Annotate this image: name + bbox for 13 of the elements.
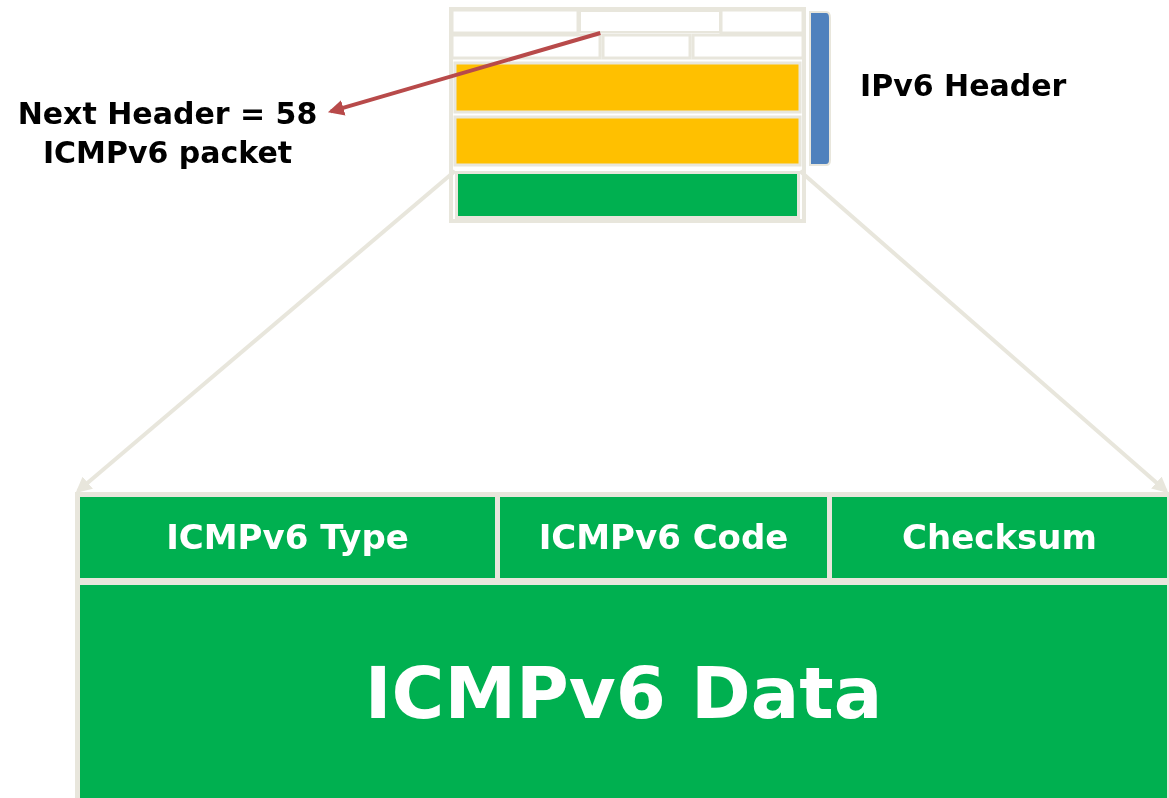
payload-bar bbox=[455, 171, 800, 219]
arrow bbox=[327, 31, 601, 116]
header-field bbox=[579, 10, 721, 33]
callout-text: ICMPv6 packet bbox=[42, 134, 293, 172]
callout-text: Next Header = 58 bbox=[17, 95, 318, 133]
data-field: ICMPv6 Data bbox=[80, 585, 1167, 798]
bracket-label: IPv6 Header bbox=[860, 68, 1067, 103]
expansion-line bbox=[798, 169, 1169, 494]
expansion-line bbox=[75, 169, 457, 494]
icmpv6-message-box bbox=[75, 492, 1169, 798]
code-field: ICMPv6 Code bbox=[500, 497, 827, 578]
checksum-field: Checksum bbox=[832, 497, 1167, 578]
type-field: ICMPv6 Type bbox=[80, 497, 495, 578]
